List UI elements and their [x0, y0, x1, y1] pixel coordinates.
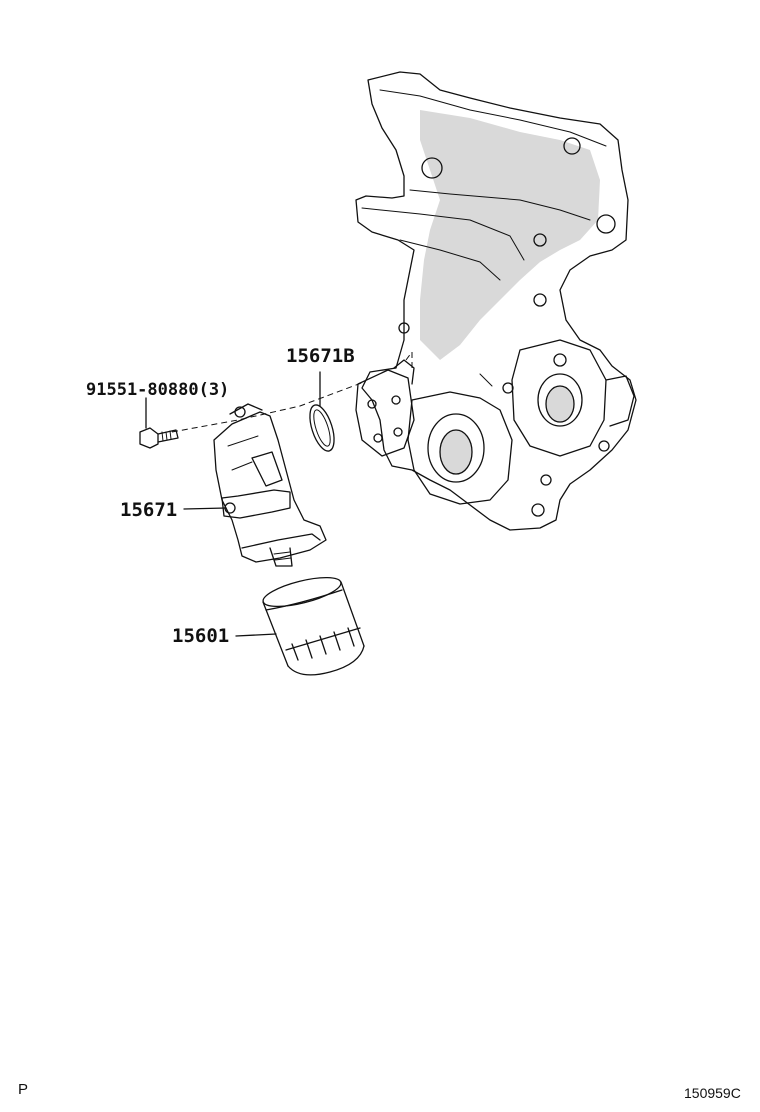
oil-filter-part: [262, 576, 365, 676]
timing-chain-cover: [355, 71, 637, 531]
bolt-part: [139, 427, 179, 449]
footer-left-code: P: [18, 1081, 28, 1098]
filter-bracket-part: [213, 403, 327, 567]
leader-lines: [145, 371, 321, 637]
assembly-guide-lines: [171, 350, 413, 433]
diagram-id: 150959C: [684, 1085, 741, 1101]
bracket-part-number: 15671: [120, 499, 177, 521]
filter-part-number: 15601: [172, 625, 229, 647]
bolt-part-number: 91551-80880(3): [86, 380, 229, 400]
gasket-part-number: 15671B: [286, 345, 355, 367]
gasket-part: [309, 404, 335, 452]
